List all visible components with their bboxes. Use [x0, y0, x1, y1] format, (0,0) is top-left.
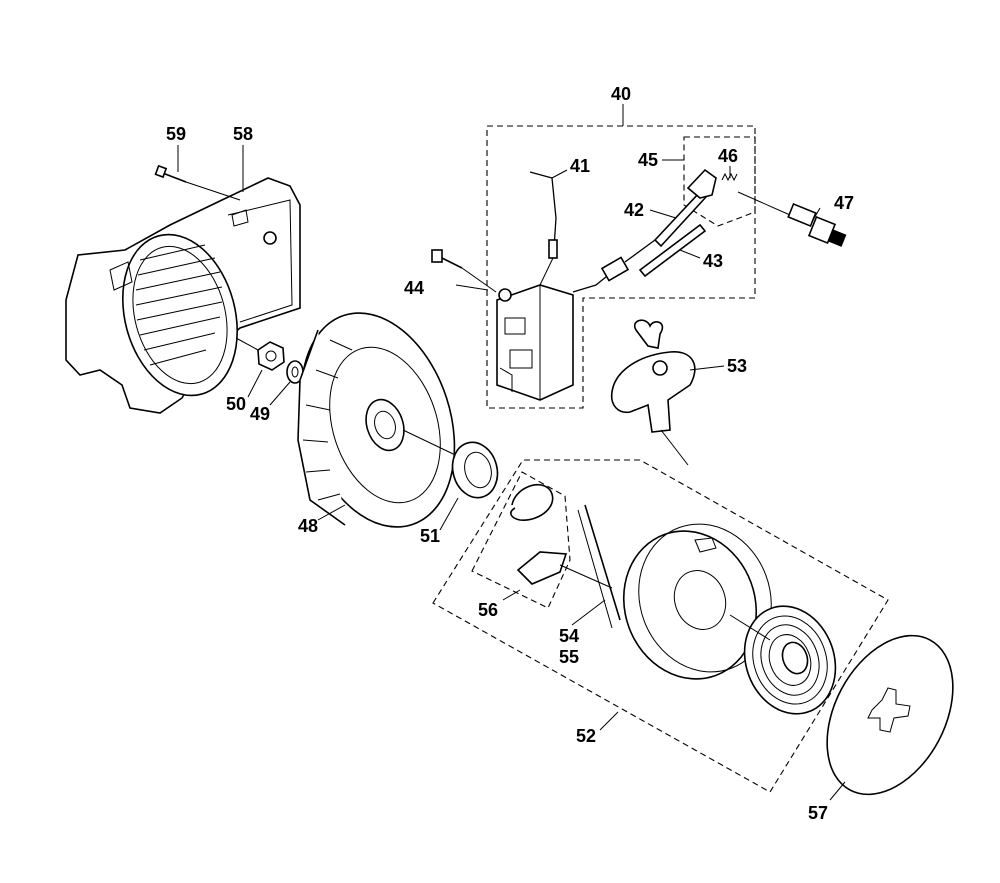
hose-42	[653, 190, 708, 248]
ground-wire	[529, 171, 558, 286]
label-46: 46	[718, 146, 738, 166]
screw-59	[154, 164, 241, 201]
flywheel	[297, 312, 456, 528]
label-59: 59	[166, 124, 186, 144]
label-52: 52	[576, 726, 596, 746]
screw-44	[431, 249, 497, 293]
label-48: 48	[298, 516, 318, 536]
label-45: 45	[638, 150, 658, 170]
tube-43	[638, 223, 707, 278]
ignition-module-group-box	[486, 125, 756, 409]
label-41: 41	[570, 156, 590, 176]
rewind-spring	[743, 605, 837, 715]
starter-assembly-box	[432, 459, 889, 793]
nut-50	[257, 341, 285, 371]
label-53: 53	[727, 356, 747, 376]
label-50: 50	[226, 394, 246, 414]
spring-cover	[826, 634, 954, 796]
pawl	[516, 551, 568, 585]
label-55: 55	[559, 647, 579, 667]
spring-clip	[510, 484, 554, 521]
fan-housing	[65, 177, 301, 414]
starter-rope	[577, 504, 621, 629]
label-47: 47	[834, 193, 854, 213]
label-43: 43	[703, 251, 723, 271]
label-49: 49	[250, 404, 270, 424]
label-51: 51	[420, 526, 440, 546]
rope-pulley	[622, 523, 772, 680]
label-42: 42	[624, 200, 644, 220]
ratchet-51	[451, 441, 499, 499]
plug-cap	[686, 168, 717, 199]
label-40: 40	[611, 84, 631, 104]
label-54: 54	[559, 626, 579, 646]
spark-plug-cap-group-box	[683, 136, 756, 227]
ignition-lead	[572, 239, 656, 293]
ignition-coil	[496, 284, 574, 401]
label-56: 56	[478, 600, 498, 620]
pawl-kit-box	[471, 471, 571, 609]
leader-lines	[177, 104, 846, 801]
spark-plug	[737, 191, 847, 247]
label-57: 57	[808, 803, 828, 823]
starter-handle	[610, 319, 696, 466]
washer-49	[286, 360, 304, 384]
label-44: 44	[404, 278, 424, 298]
label-58: 58	[233, 124, 253, 144]
